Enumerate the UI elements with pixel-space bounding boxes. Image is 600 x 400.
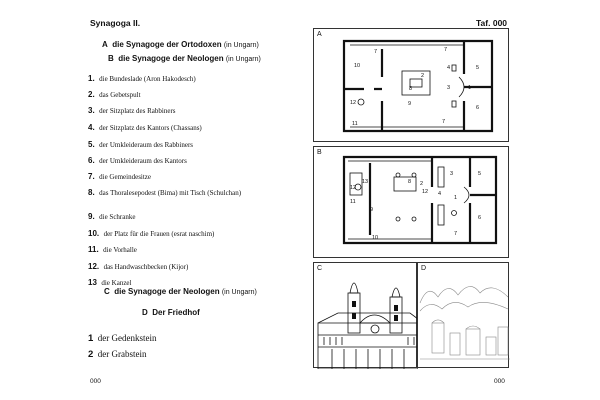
plan-label: 12 — [350, 185, 356, 191]
plan-label: 5 — [476, 65, 479, 71]
plate-number: Taf. 000 — [476, 18, 508, 28]
page-number-left: 000 — [90, 378, 101, 385]
panel-letter: A — [317, 31, 322, 38]
plan-label: 10 — [354, 63, 360, 69]
plan-label: 4 — [447, 65, 450, 71]
legend-item: 11. die Vorhalle — [88, 245, 137, 254]
plan-label: 8 — [408, 179, 411, 185]
plan-label: 12 — [422, 189, 428, 195]
synagogue-facade-illustration: C — [313, 262, 418, 369]
plan-label: 7 — [444, 47, 447, 53]
legend-item: 7. die Gemeindesitze — [88, 172, 152, 181]
plan-label: 13 — [362, 179, 368, 185]
legend-item: 13 die Kanzel — [88, 278, 132, 287]
panel-letter: D — [421, 265, 427, 272]
legend-item: 10. der Platz für die Frauen (esrat nasc… — [88, 229, 215, 238]
cemetery-drawing — [419, 286, 510, 360]
floorplan-b-drawing: 12 13 11 9 8 2 3 5 1 4 6 7 10 12 — [342, 155, 498, 245]
plan-label: 6 — [476, 105, 479, 111]
legend-item: 8. das Thoralesepodest (Bima) mit Tisch … — [88, 188, 242, 197]
plan-label: 3 — [450, 171, 453, 177]
plan-label: 11 — [350, 199, 356, 205]
floorplan-a: A 10 7 4 5 1 3 8 2 12 9 — [313, 28, 509, 142]
page-header-title: Synagoga II. — [90, 18, 141, 28]
plan-label: 1 — [468, 85, 471, 91]
plan-label: 6 — [478, 215, 481, 221]
legend-item: 1. die Bundeslade (Aron Hakodesch) — [88, 74, 196, 83]
floorplan-b: B 12 13 11 9 8 2 — [313, 146, 509, 258]
plan-label: 9 — [370, 207, 373, 213]
legend-item: 9. die Schranke — [88, 212, 136, 221]
legend-item: 12. das Handwaschbecken (Kijor) — [88, 262, 189, 271]
plan-label: 7 — [454, 231, 457, 237]
legend-cemetery-item: 1 der Gedenkstein — [88, 333, 157, 344]
plan-label: 12 — [350, 100, 356, 106]
legend-item: 6. der Umkleideraum des Kantors — [88, 156, 187, 165]
plan-label: 5 — [478, 171, 481, 177]
legend-item: 5. der Umkleideraum des Rabbiners — [88, 140, 194, 149]
cemetery-illustration: D — [417, 262, 510, 368]
page-number-right: 000 — [494, 378, 505, 385]
plan-label: 8 — [409, 86, 412, 92]
legend-cemetery-item: 2 der Grabstein — [88, 349, 147, 360]
plan-label: 2 — [420, 181, 423, 187]
floorplan-a-drawing: 10 7 4 5 1 3 8 2 12 9 11 7 6 7 — [342, 39, 494, 133]
plan-label: 10 — [372, 235, 378, 241]
plan-label: 2 — [421, 73, 424, 79]
plan-label: 11 — [352, 121, 358, 127]
plan-label: 1 — [454, 195, 457, 201]
legend-heading-c: C die Synagoge der Neologen (in Ungarn) — [104, 287, 257, 296]
plan-label: 4 — [438, 191, 441, 197]
panel-letter: C — [317, 265, 323, 272]
panel-letter: B — [317, 149, 322, 156]
plan-label: 3 — [447, 85, 450, 91]
legend-item: 3. der Sitzplatz des Rabbiners — [88, 106, 176, 115]
legend-heading-b: B die Synagoge der Neologen (in Ungarn) — [108, 54, 261, 63]
legend-item: 4. der Sitzplatz des Kantors (Chassans) — [88, 123, 202, 132]
plan-label: 7 — [374, 49, 377, 55]
plan-label: 7 — [442, 119, 445, 125]
legend-heading-d: D Der Friedhof — [142, 308, 200, 317]
plan-label: 9 — [408, 101, 411, 107]
legend-item: 2. das Gebetspult — [88, 90, 141, 99]
legend-heading-a: A die Synagoge der Ortodoxen (in Ungarn) — [102, 40, 259, 49]
synagogue-facade-drawing — [317, 282, 418, 369]
